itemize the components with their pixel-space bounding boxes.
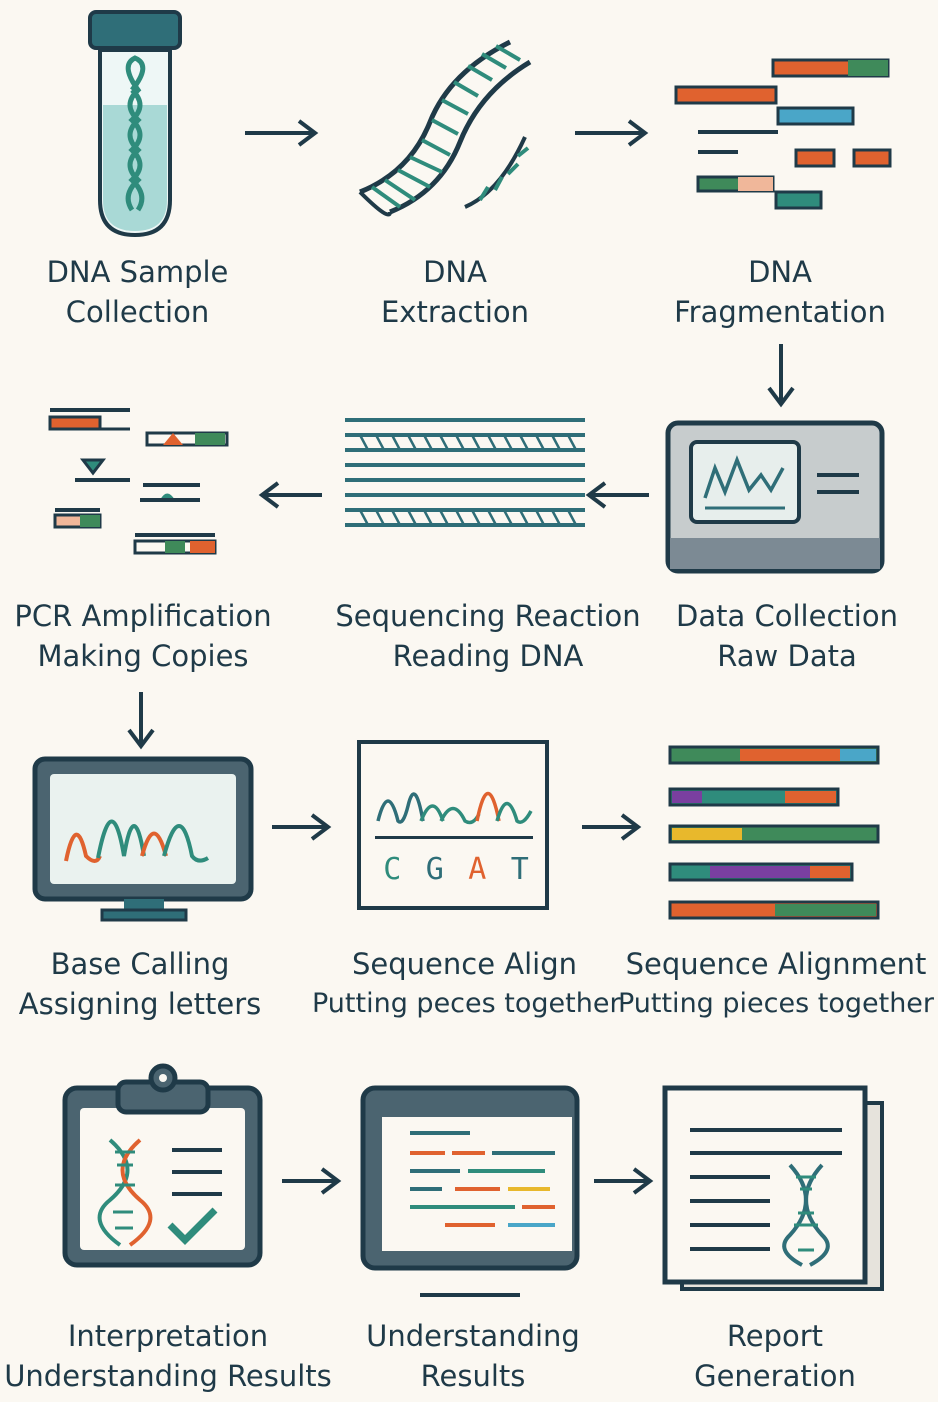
arrow-right-icon bbox=[575, 119, 649, 147]
fragments-icon bbox=[674, 58, 892, 210]
arrow-down-icon bbox=[127, 692, 155, 750]
arrow-left-icon bbox=[585, 481, 649, 509]
chromatogram-card-icon: C G A T bbox=[357, 740, 549, 910]
base-t: T bbox=[510, 852, 529, 887]
alignment-bars-icon bbox=[668, 745, 880, 920]
sequencer-machine-icon bbox=[665, 420, 885, 574]
arrow-right-icon bbox=[282, 1167, 342, 1195]
monitor-chromatogram-icon bbox=[32, 756, 254, 922]
arrow-right-icon bbox=[594, 1167, 654, 1195]
test-tube-icon bbox=[88, 10, 182, 238]
arrow-right-icon bbox=[582, 813, 642, 841]
strands-icon bbox=[345, 418, 585, 527]
arrow-right-icon bbox=[272, 813, 332, 841]
chromatogram-trace-icon bbox=[376, 791, 533, 825]
arrow-left-icon bbox=[258, 481, 322, 509]
base-a: A bbox=[468, 852, 487, 887]
base-c: C bbox=[383, 852, 402, 887]
base-g: G bbox=[425, 852, 444, 887]
base-letters: C G A T bbox=[371, 852, 541, 887]
arrow-right-icon bbox=[245, 119, 319, 147]
screen-lines-icon bbox=[360, 1085, 580, 1297]
report-document-icon bbox=[662, 1085, 884, 1291]
dna-helix-icon bbox=[358, 39, 532, 217]
arrow-down-icon bbox=[767, 344, 795, 408]
clipboard-icon bbox=[62, 1063, 263, 1268]
chromatogram-divider bbox=[375, 836, 533, 839]
pcr-copies-icon bbox=[48, 408, 229, 555]
